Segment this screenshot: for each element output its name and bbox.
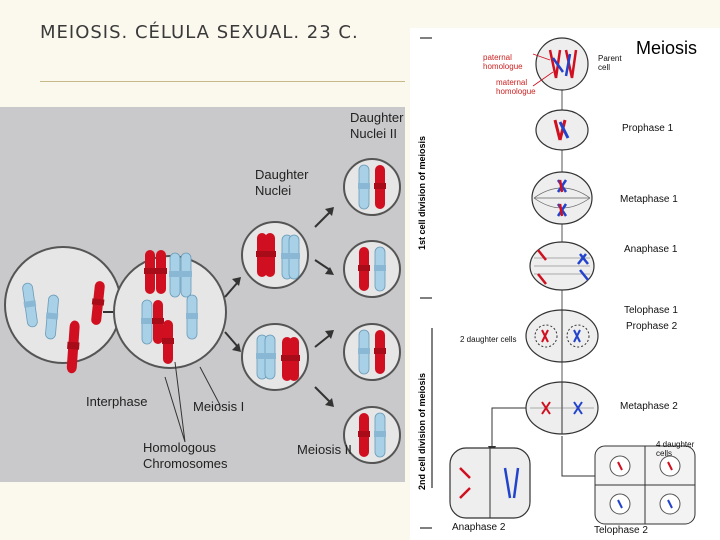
label-telophase-1: Telophase 1 xyxy=(624,305,678,316)
label-prophase-1: Prophase 1 xyxy=(622,123,674,134)
phases-svg xyxy=(420,37,696,529)
label-1st-division: 1st cell division of meiosis xyxy=(417,135,427,250)
label-meiosis-i: Meiosis I xyxy=(193,399,245,414)
label-interphase: Interphase xyxy=(86,394,148,409)
label-meiosis-ii: Meiosis II xyxy=(297,442,352,457)
meiosis-phases-diagram: Meiosis 1st cell division of meiosis 2nd… xyxy=(410,28,720,540)
label-prophase-2: Prophase 2 xyxy=(626,321,678,332)
label-anaphase-1: Anaphase 1 xyxy=(624,244,678,255)
illustration-svg xyxy=(4,158,401,464)
label-metaphase-2: Metaphase 2 xyxy=(620,401,678,412)
slide-title: MEIOSIS. CÉLULA SEXUAL. 23 C. xyxy=(40,22,359,43)
title-divider xyxy=(40,81,405,82)
label-metaphase-1: Metaphase 1 xyxy=(620,194,678,205)
label-telophase-2: Telophase 2 xyxy=(594,525,648,536)
label-anaphase-2: Anaphase 2 xyxy=(452,522,506,533)
label-2-daughter-cells: 2 daughter cells xyxy=(460,335,517,344)
diagram-title: Meiosis xyxy=(636,38,698,58)
label-2nd-division: 2nd cell division of meiosis xyxy=(417,372,427,490)
